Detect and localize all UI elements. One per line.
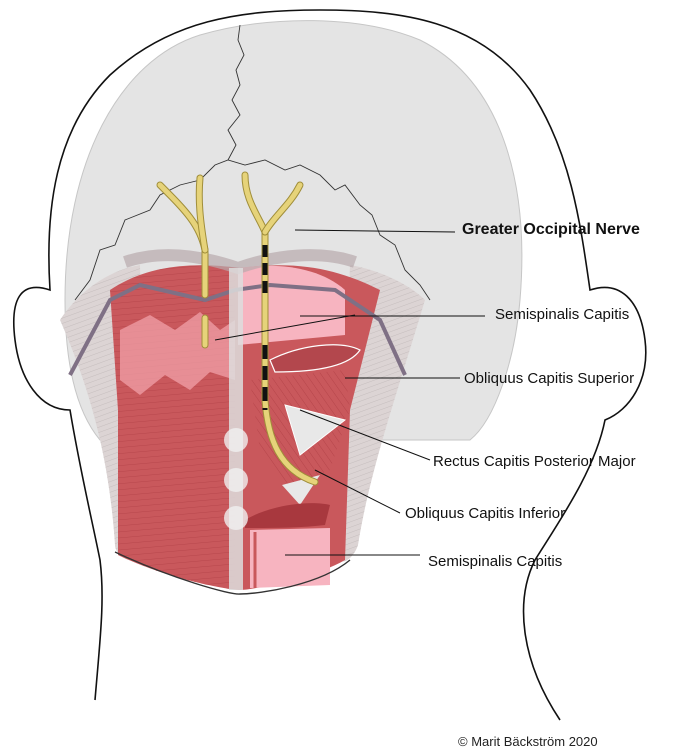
left-nuchal-band (68, 282, 236, 376)
label-obliquus-capitis-inferior: Obliquus Capitis Inferior (405, 505, 566, 522)
obliquus-capitis-superior (269, 344, 361, 373)
vertebra-3 (224, 506, 248, 530)
lower-semispinalis (250, 528, 330, 588)
right-nerve-branch-b-fill (262, 182, 303, 235)
sagittal-suture (227, 24, 245, 161)
vertebra-2 (224, 468, 248, 492)
leader-greater-occipital-nerve (294, 229, 456, 233)
lambdoid-suture (74, 159, 431, 301)
copyright-notice: © Marit Bäckström 2020 (458, 734, 598, 749)
leader-semispinalis-upper (214, 314, 356, 341)
obliquus-capitis-inferior (245, 503, 330, 528)
label-greater-occipital-nerve: Greater Occipital Nerve (462, 221, 640, 238)
label-semispinalis-capitis-upper: Semispinalis Capitis (495, 306, 630, 323)
left-nerve-branch-b-fill (196, 175, 208, 253)
leader-obliquus-inferior (314, 469, 401, 514)
label-obliquus-capitis-superior: Obliquus Capitis Superior (464, 370, 635, 387)
left-muscle-striation (110, 265, 235, 590)
label-rectus-capitis-posterior-major: Rectus Capitis Posterior Major (433, 453, 636, 470)
right-nuchal-band (234, 282, 407, 376)
leader-rectus-major (299, 409, 431, 461)
suboccipital-triangle (284, 404, 347, 456)
right-nerve-branch-a-fill (242, 172, 268, 235)
label-semispinalis-capitis-lower: Semispinalis Capitis (428, 553, 563, 570)
neck-collar-edge (114, 551, 351, 595)
vertebra-1 (224, 428, 248, 452)
right-nerve-trunk-fill (262, 227, 318, 485)
occipital-band (123, 249, 357, 275)
